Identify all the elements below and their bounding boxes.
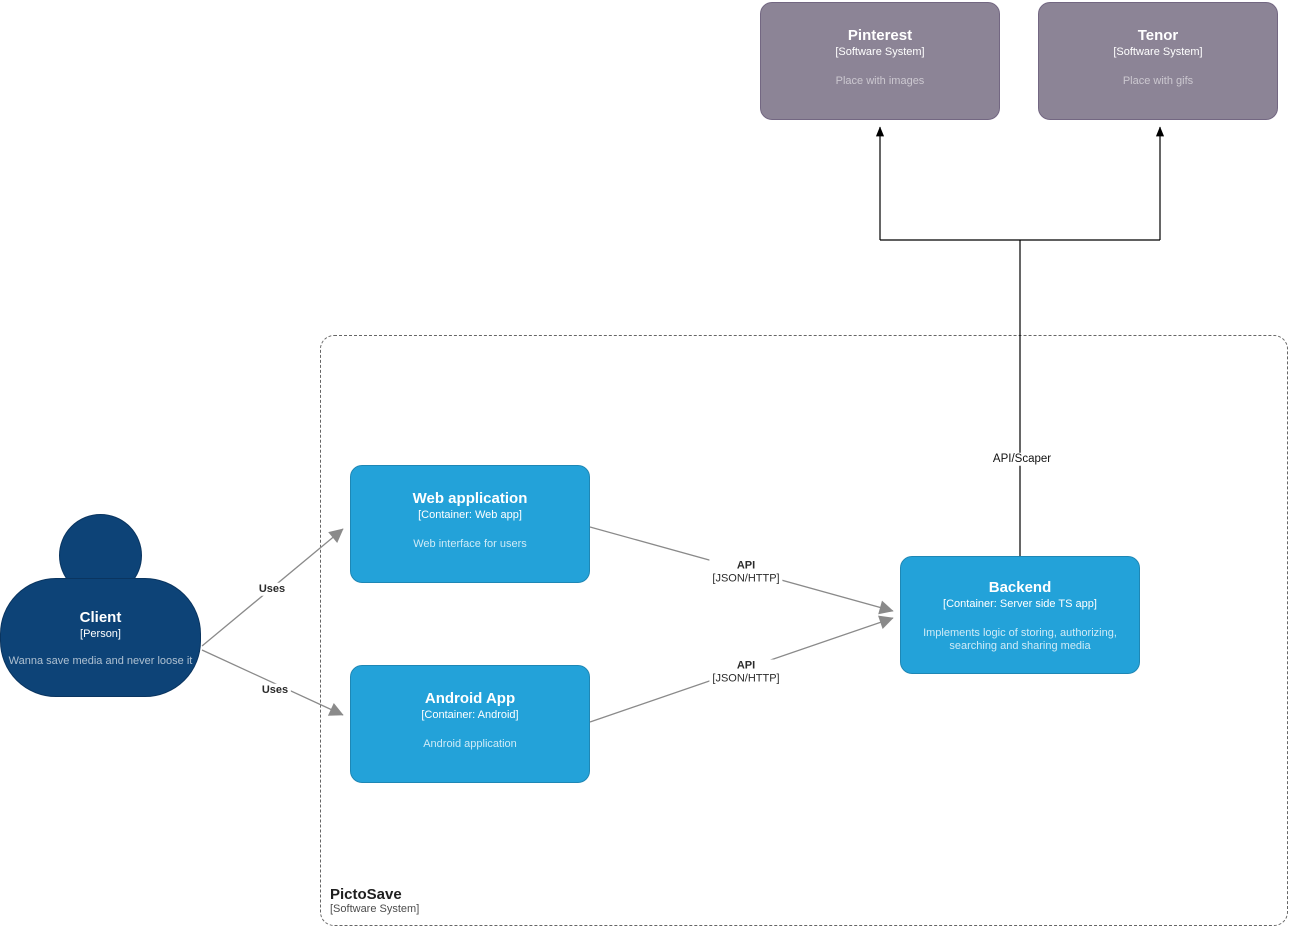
boundary-label: PictoSave [Software System] [330,886,419,916]
edge-label-uses-android: Uses [258,683,292,697]
node-title: Android App [424,690,516,707]
edge-client-android [201,649,344,716]
boundary-title: PictoSave [330,886,402,903]
external-system-tenor: Tenor [Software System] Place with gifs [1038,2,1278,120]
edge-label-text: Uses [258,582,286,595]
node-description: Place with images [835,75,925,87]
node-meta: [Container: Android] [421,709,519,721]
node-description: Android application [423,738,517,750]
edge-label-text: API [736,559,756,572]
edge-label-api-android: API [JSON/HTTP] [709,659,783,685]
system-boundary-pictosave [320,335,1288,926]
edge-label-api-scraper: API/Scaper [989,452,1055,466]
boundary-meta: [Software System] [330,903,420,916]
node-meta: [Container: Server side TS app] [943,598,1097,610]
edge-label-text: Uses [261,683,289,696]
node-title: Tenor [1137,27,1179,44]
edge-label-tech: [JSON/HTTP] [712,572,780,584]
edge-label-text: API [736,659,756,672]
container-android-app: Android App [Container: Android] Android… [350,665,590,783]
node-meta: [Person] [80,628,121,640]
node-description: Web interface for users [413,538,527,550]
node-title: Backend [988,579,1052,596]
node-title: Pinterest [847,27,913,44]
edge-label-api-web: API [JSON/HTTP] [709,559,783,585]
node-meta: [Software System] [1113,46,1203,58]
container-backend: Backend [Container: Server side TS app] … [900,556,1140,674]
node-description: Place with gifs [1122,75,1194,87]
node-description: Wanna save media and never loose it [8,655,193,667]
node-meta: [Container: Web app] [418,509,522,521]
node-meta: [Software System] [835,46,925,58]
edge-label-tech: [JSON/HTTP] [712,672,780,684]
person-client: Client [Person] Wanna save media and nev… [0,578,201,697]
edge-label-text: API/Scaper [992,452,1052,465]
external-system-pinterest: Pinterest [Software System] Place with i… [760,2,1000,120]
node-title: Client [79,609,122,626]
node-description: Implements logic of storing, authorizing… [923,627,1117,652]
container-web-application: Web application [Container: Web app] Web… [350,465,590,583]
edge-label-uses-web: Uses [255,582,289,596]
node-title: Web application [412,490,528,507]
